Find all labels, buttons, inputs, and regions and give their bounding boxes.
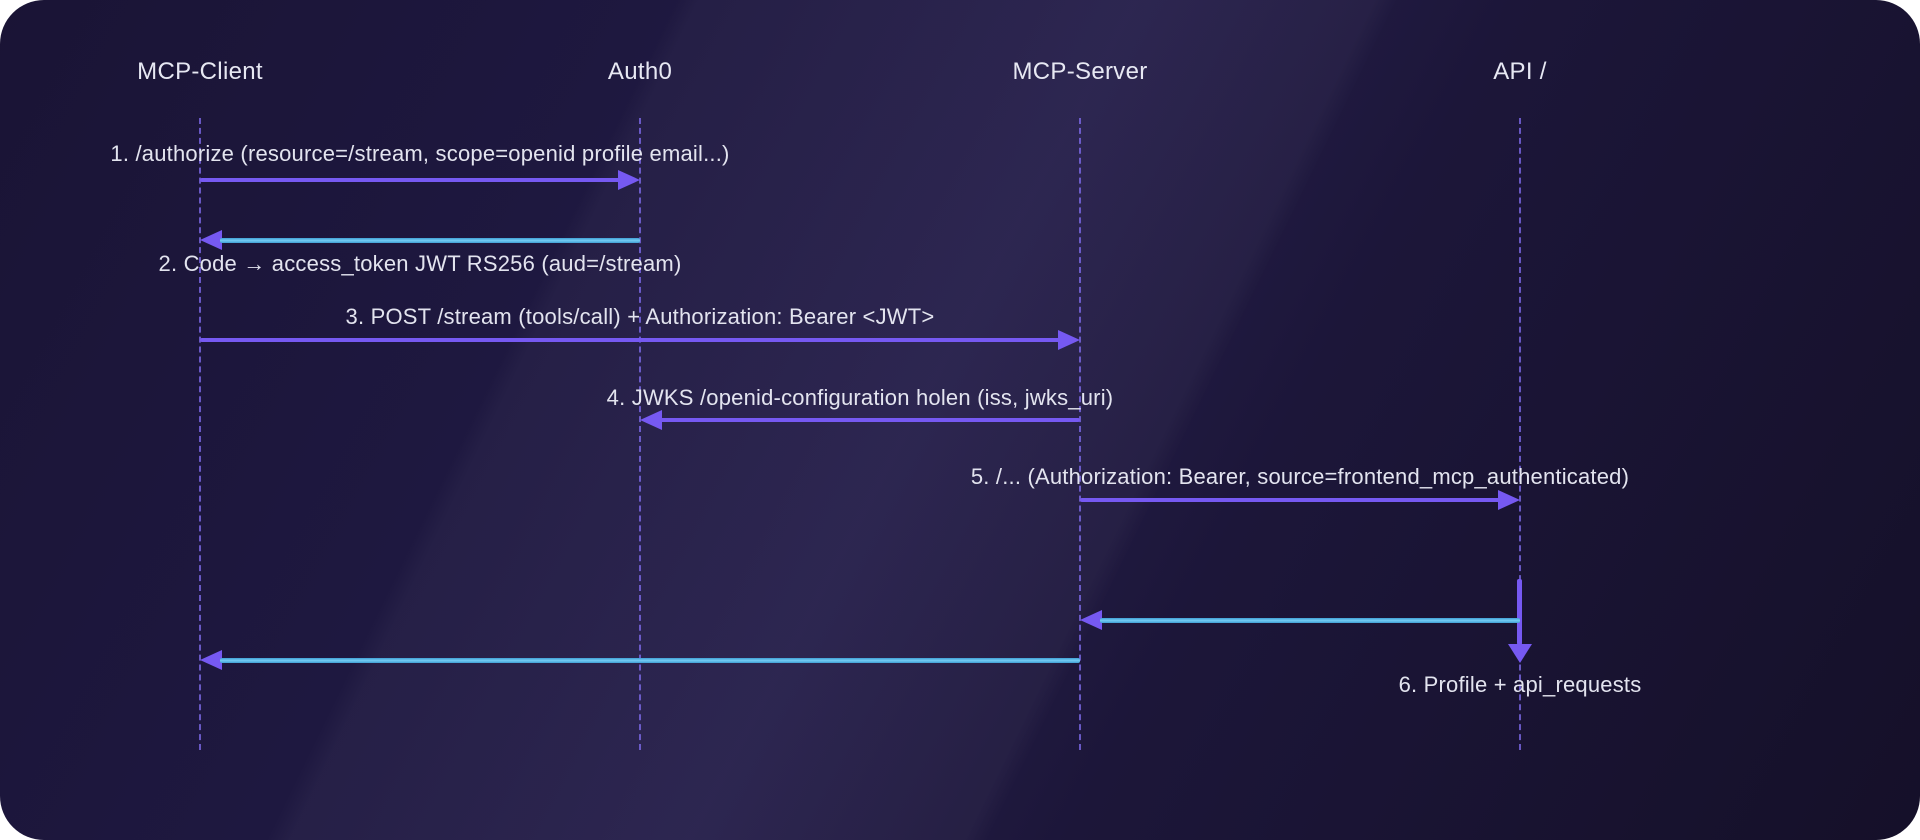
message-3-label: 3. POST /stream (tools/call) + Authoriza… [345,304,935,329]
arrowhead-left-icon [200,650,222,670]
message-4-line [660,418,1080,422]
message-3-line [200,338,1060,342]
actor-auth0: Auth0 [607,58,673,85]
message-6-self-line [1517,579,1522,645]
actor-mcp-client: MCP-Client [137,58,263,85]
arrowhead-right-icon [1058,330,1080,350]
message-6-return-line-api-to-server [1100,618,1520,623]
arrowhead-left-icon [200,230,222,250]
arrowhead-right-icon [618,170,640,190]
arrowhead-down-icon [1508,644,1532,663]
lifeline-mcp-client [199,118,201,750]
message-5-line [1080,498,1500,502]
arrowhead-right-icon [1498,490,1520,510]
message-6-label: 6. Profile + api_requests [1398,672,1642,697]
message-4-label: 4. JWKS /openid-configuration holen (iss… [606,385,1114,410]
actor-api: API / [1493,58,1547,85]
message-1-line [200,178,620,182]
arrowhead-left-icon [1080,610,1102,630]
message-2-line [220,238,640,243]
message-5-label: 5. /... (Authorization: Bearer, source=f… [970,464,1630,489]
message-6-return-line-server-to-client [220,658,1080,663]
actor-mcp-server: MCP-Server [1012,58,1148,85]
arrowhead-left-icon [640,410,662,430]
lifeline-mcp-server [1079,118,1081,750]
message-2-label: 2. Code → access_token JWT RS256 (aud=/s… [158,251,682,276]
lifeline-api [1519,118,1521,750]
message-1-label: 1. /authorize (resource=/stream, scope=o… [110,141,730,166]
lifeline-auth0 [639,118,641,750]
